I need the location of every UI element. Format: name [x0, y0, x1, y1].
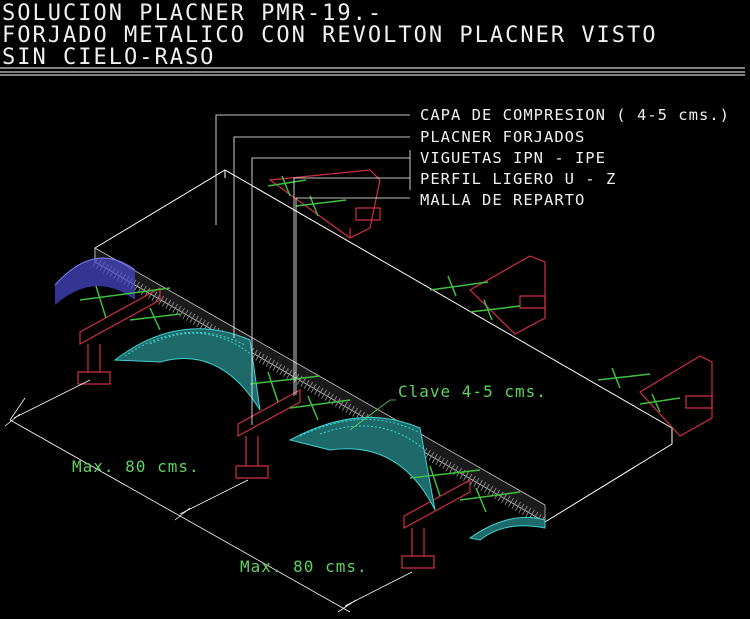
- vault-1: [113, 328, 261, 411]
- beam-back-1: [268, 169, 381, 239]
- beam-front-right: [401, 478, 471, 569]
- title-line-1: SOLUCION PLACNER PMR-19.-: [2, 1, 383, 26]
- dimension-lines: [4, 379, 413, 613]
- vault-3: [468, 516, 546, 541]
- label-viguetas: VIGUETAS IPN - IPE: [420, 149, 606, 167]
- beam-front-left: [77, 286, 161, 385]
- mesh-crosses: [79, 175, 681, 513]
- beam-back-2: [469, 255, 546, 335]
- label-max-2: Max. 80 cms.: [240, 557, 368, 576]
- label-max-1: Max. 80 cms.: [72, 457, 200, 476]
- label-perfil-ligero: PERFIL LIGERO U - Z: [420, 170, 616, 188]
- beam-back-3: [639, 355, 713, 437]
- leader-lines: [215, 114, 411, 425]
- label-malla-reparto: MALLA DE REPARTO: [420, 191, 585, 209]
- vault-2: [288, 416, 436, 511]
- label-clave: Clave 4-5 cms.: [398, 382, 547, 401]
- label-capa-compresion: CAPA DE COMPRESION ( 4-5 cms.): [420, 106, 730, 124]
- title-line-2: FORJADO METALICO CON REVOLTON PLACNER VI…: [2, 23, 658, 48]
- label-placner-forjados: PLACNER FORJADOS: [420, 128, 585, 146]
- end-vault-left: [54, 257, 136, 305]
- beam-front-mid: [235, 388, 301, 479]
- title-line-3: SIN CIELO-RASO: [2, 45, 215, 70]
- title-underline: [0, 67, 745, 76]
- clave-leader: [349, 399, 396, 431]
